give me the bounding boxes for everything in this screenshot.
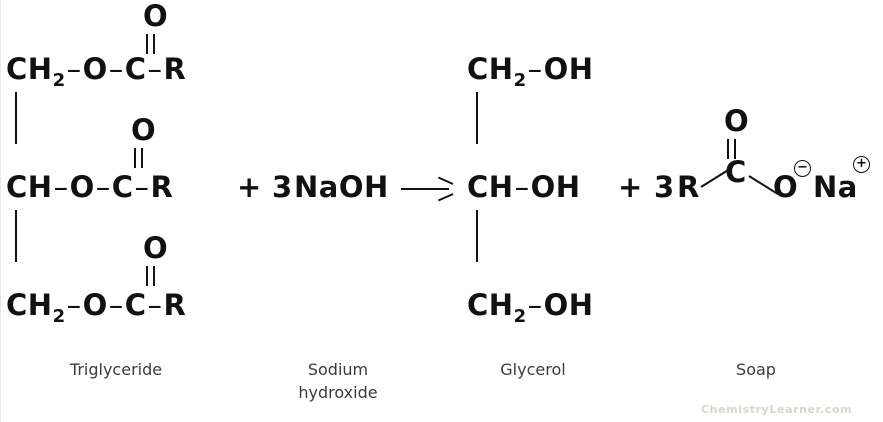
watermark-text: ChemistryLearner.com <box>701 403 853 416</box>
r-group-row3: R <box>163 288 187 322</box>
ester-oxygen-row2: O <box>69 170 95 204</box>
glycerol-bond-dash-row1: – <box>527 52 543 86</box>
r-group-row2: R <box>150 170 174 204</box>
caption-triglyceride: Triglyceride <box>69 360 163 379</box>
glycerol-backbone-bond-1-2 <box>476 92 478 144</box>
triglyceride-row2: CH–O–C–R <box>6 173 173 208</box>
sodium-hydroxide-formula: NaOH <box>294 170 389 204</box>
glycerol-chain-row3: CH <box>467 288 514 322</box>
bond-dash-2-row1: – <box>108 52 124 86</box>
caption-sodium-hydroxide: Sodium hydroxide <box>298 360 378 403</box>
soap-carbonyl-oxygen: O <box>724 104 749 138</box>
negative-charge-icon: − <box>794 160 811 177</box>
glycerol-subscript-row3: 2 <box>513 305 527 327</box>
carbonyl-oxygen-row1: O <box>143 0 168 33</box>
soap-anionic-oxygen: O <box>773 170 799 204</box>
glycerol-hydroxyl-row1: OH <box>543 52 594 86</box>
chain-label-row3: CH <box>6 288 53 322</box>
glycerol-chain-row2: CH <box>467 170 514 204</box>
double-bond-row3 <box>146 266 157 286</box>
plus-sign-products: + <box>618 170 643 204</box>
glycerol-row1: CH2–OH <box>467 55 594 90</box>
chain-label-row2: CH <box>6 170 53 204</box>
carbonyl-oxygen-row3: O <box>143 231 168 265</box>
backbone-bond-1-2 <box>15 92 17 144</box>
glycerol-bond-dash-row3: – <box>527 288 543 322</box>
arrow-shaft <box>401 188 449 190</box>
chain-subscript-row3: 2 <box>52 305 66 327</box>
bond-dash-1-row2: – <box>53 170 69 204</box>
glycerol-bond-dash-row2: – <box>514 170 530 204</box>
glycerol-row3: CH2–OH <box>467 291 594 326</box>
double-bond-row2 <box>134 148 145 168</box>
ester-oxygen-row1: O <box>82 52 108 86</box>
triglyceride-row1: CH2–O–C–R <box>6 55 186 90</box>
glycerol-backbone-bond-2-3 <box>476 210 478 262</box>
bond-dash-2-row2: – <box>95 170 111 204</box>
double-bond-row1 <box>146 34 157 54</box>
carbonyl-carbon-row2: C <box>111 170 134 204</box>
coefficient-soap: 3 <box>654 170 675 204</box>
carbonyl-carbon-row3: C <box>124 288 147 322</box>
bond-dash-3-row2: – <box>134 170 150 204</box>
glycerol-row2: CH–OH <box>467 173 581 208</box>
coefficient-naoh: 3 <box>272 170 293 204</box>
bond-dash-1-row1: – <box>66 52 82 86</box>
bond-dash-2-row3: – <box>108 288 124 322</box>
glycerol-subscript-row1: 2 <box>513 69 527 91</box>
ester-oxygen-row3: O <box>82 288 108 322</box>
carbonyl-oxygen-row2: O <box>131 113 156 147</box>
arrow-head-top <box>437 176 454 185</box>
reaction-arrow-icon <box>401 176 457 202</box>
glycerol-chain-row1: CH <box>467 52 514 86</box>
arrow-head-bottom <box>437 193 454 202</box>
bond-dash-3-row3: – <box>147 288 163 322</box>
soap-r-group: R <box>677 170 700 204</box>
caption-soap: Soap <box>736 360 776 379</box>
bond-dash-3-row1: – <box>147 52 163 86</box>
triglyceride-row3: CH2–O–C–R <box>6 291 186 326</box>
glycerol-hydroxyl-row2: OH <box>530 170 581 204</box>
soap-carbonyl-carbon: C <box>725 155 747 189</box>
bond-dash-1-row3: – <box>66 288 82 322</box>
caption-glycerol: Glycerol <box>500 360 566 379</box>
chain-subscript-row1: 2 <box>52 69 66 91</box>
plus-sign-reactants: + <box>237 170 262 204</box>
r-group-row1: R <box>163 52 187 86</box>
carbonyl-carbon-row1: C <box>124 52 147 86</box>
backbone-bond-2-3 <box>15 210 17 262</box>
positive-charge-icon: + <box>853 156 870 173</box>
soap-double-bond <box>727 139 738 159</box>
chain-label-row1: CH <box>6 52 53 86</box>
soap-sodium-cation: Na <box>813 170 858 204</box>
glycerol-hydroxyl-row3: OH <box>543 288 594 322</box>
